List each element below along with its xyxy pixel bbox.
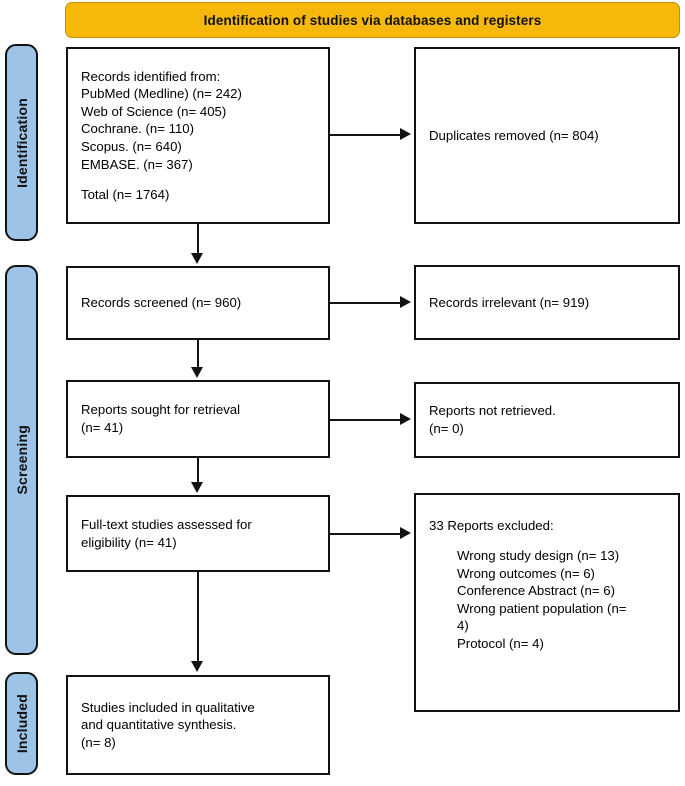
box-records-irrelevant-content: Records irrelevant (n= 919) [416,294,678,312]
source-cochrane: Cochrane. (n= 110) [81,121,195,137]
connector-identified-to-duplicates [330,134,402,136]
stage-label-included-text: Included [13,693,30,754]
spacer-line [429,535,668,548]
arrowhead-right-to-excluded [400,527,411,539]
fulltext-assessed-line-1: Full-text studies assessed for [81,516,252,532]
header-banner: Identification of studies via databases … [65,2,680,38]
connector-sought-to-fulltext [197,458,199,485]
connector-screened-to-irrelevant [330,302,402,304]
studies-included-line-1: Studies included in qualitative [81,699,255,715]
box-records-identified-content: Records identified from: PubMed (Medline… [68,68,328,203]
box-duplicates-removed: Duplicates removed (n= 804) [414,47,680,224]
records-screened-text: Records screened (n= 960) [81,295,242,311]
box-reports-not-retrieved-content: Reports not retrieved. (n= 0) [416,402,678,437]
box-reports-sought: Reports sought for retrieval (n= 41) [66,380,330,458]
connector-screened-to-sought [197,340,199,370]
arrowhead-right-to-duplicates [400,128,411,140]
exclusion-reason-wrong-study-design: Wrong study design (n= 13) [457,548,620,564]
stage-label-screening-text: Screening [13,425,30,495]
exclusion-reason-wrong-patient-population-cont: 4) [457,618,469,634]
reports-not-retrieved-line-1: Reports not retrieved. [429,403,556,419]
studies-included-line-2: and quantitative synthesis. [81,717,237,733]
box-records-screened: Records screened (n= 960) [66,266,330,340]
reports-sought-line-1: Reports sought for retrieval [81,402,241,418]
source-embase: EMBASE. (n= 367) [81,156,193,172]
source-web-of-science: Web of Science (n= 405) [81,103,227,119]
exclusion-reason-wrong-outcomes: Wrong outcomes (n= 6) [457,565,595,581]
exclusion-reason-conference-abstract: Conference Abstract (n= 6) [457,583,615,599]
reports-sought-line-2: (n= 41) [81,420,124,435]
duplicates-removed-text: Duplicates removed (n= 804) [429,127,599,143]
box-reports-sought-content: Reports sought for retrieval (n= 41) [68,401,328,436]
box-fulltext-assessed-content: Full-text studies assessed for eligibili… [68,516,328,551]
box-reports-excluded: 33 Reports excluded: Wrong study design … [414,493,680,712]
arrowhead-down-to-included [191,661,203,672]
box-reports-not-retrieved: Reports not retrieved. (n= 0) [414,382,680,458]
box-duplicates-removed-content: Duplicates removed (n= 804) [416,127,678,145]
records-identified-heading: Records identified from: [81,68,221,84]
reports-excluded-heading: 33 Reports excluded: [429,518,554,533]
records-irrelevant-text: Records irrelevant (n= 919) [429,294,590,310]
reports-not-retrieved-line-2: (n= 0) [429,421,464,436]
source-scopus: Scopus. (n= 640) [81,139,182,154]
box-studies-included: Studies included in qualitative and quan… [66,675,330,775]
connector-fulltext-to-excluded [330,533,402,535]
source-pubmed: PubMed (Medline) (n= 242) [81,86,242,102]
box-reports-excluded-content: 33 Reports excluded: Wrong study design … [416,495,678,652]
box-fulltext-assessed: Full-text studies assessed for eligibili… [66,495,330,572]
arrowhead-down-to-fulltext [191,482,203,493]
studies-included-line-3: (n= 8) [81,734,116,750]
stage-label-identification: Identification [5,44,38,241]
connector-fulltext-to-included [197,572,199,664]
connector-identified-to-screened [197,224,199,256]
connector-sought-to-not-retrieved [330,419,402,421]
stage-label-included: Included [5,672,38,775]
arrowhead-right-to-irrelevant [400,296,411,308]
header-banner-title: Identification of studies via databases … [203,12,542,28]
box-records-screened-content: Records screened (n= 960) [68,294,328,312]
spacer-line [81,173,318,186]
arrowhead-down-to-screened [191,253,203,264]
arrowhead-down-to-sought [191,367,203,378]
box-records-identified: Records identified from: PubMed (Medline… [66,47,330,224]
fulltext-assessed-line-2: eligibility (n= 41) [81,534,177,550]
arrowhead-right-to-not-retrieved [400,413,411,425]
box-studies-included-content: Studies included in qualitative and quan… [68,699,328,752]
exclusion-reason-protocol: Protocol (n= 4) [457,635,544,651]
box-records-irrelevant: Records irrelevant (n= 919) [414,265,680,340]
exclusion-reason-wrong-patient-population: Wrong patient population (n= [457,600,627,616]
records-identified-total: Total (n= 1764) [81,186,170,202]
stage-label-identification-text: Identification [13,97,30,188]
stage-label-screening: Screening [5,265,38,655]
